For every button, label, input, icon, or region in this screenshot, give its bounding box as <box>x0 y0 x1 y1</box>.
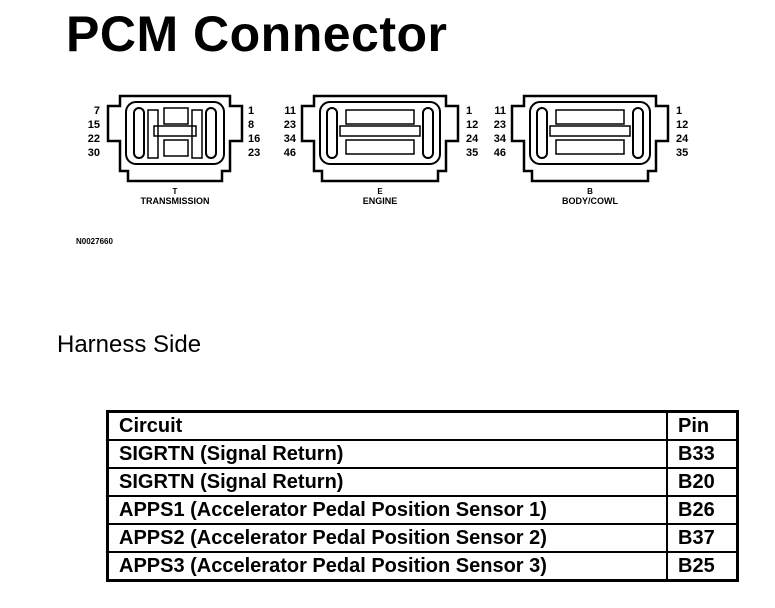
connector-name: TRANSMISSION <box>140 196 209 206</box>
pin-cell: B20 <box>666 467 739 497</box>
pin-label: 11 <box>284 105 296 117</box>
circuit-cell: APPS2 (Accelerator Pedal Position Sensor… <box>106 523 668 553</box>
page-title: PCM Connector <box>66 6 448 62</box>
connector-name: BODY/COWL <box>562 196 618 206</box>
figure-code: N0027660 <box>76 237 113 246</box>
circuit-pin-table: Circuit Pin SIGRTN (Signal Return) B33 S… <box>106 410 739 582</box>
connector-body-cowl: 11 23 34 46 1 12 24 35 B BODY/COWL <box>494 94 689 206</box>
pin-label: 23 <box>248 147 260 159</box>
pin-cell: B37 <box>666 523 739 553</box>
pin-label: 35 <box>676 147 688 159</box>
connector-letter: E <box>377 187 383 196</box>
pin-cell: B33 <box>666 439 739 469</box>
pin-label: 15 <box>88 119 100 131</box>
pin-label: 7 <box>94 105 100 117</box>
column-header-circuit: Circuit <box>106 410 668 441</box>
pin-label: 12 <box>676 119 688 131</box>
section-subtitle: Harness Side <box>57 331 202 358</box>
pin-label: 11 <box>494 105 506 117</box>
table-row: SIGRTN (Signal Return) B33 <box>106 439 739 469</box>
table-row: SIGRTN (Signal Return) B20 <box>106 467 739 497</box>
pin-label: 46 <box>284 147 296 159</box>
pin-label: 30 <box>88 147 100 159</box>
circuit-cell: SIGRTN (Signal Return) <box>106 439 668 469</box>
pin-label: 23 <box>284 119 296 131</box>
connector-transmission: 7 15 22 30 1 8 16 23 T TRANSMISSION <box>88 94 260 206</box>
pin-label: 46 <box>494 147 506 159</box>
table-row: APPS1 (Accelerator Pedal Position Sensor… <box>106 495 739 525</box>
connector-engine: 11 23 34 46 1 12 24 35 E ENGINE <box>284 94 479 206</box>
connector-name: ENGINE <box>363 196 398 206</box>
circuit-cell: APPS1 (Accelerator Pedal Position Sensor… <box>106 495 668 525</box>
pin-label: 24 <box>466 133 479 145</box>
pin-label: 34 <box>494 133 507 145</box>
pin-label: 23 <box>494 119 506 131</box>
circuit-cell: SIGRTN (Signal Return) <box>106 467 668 497</box>
column-header-pin: Pin <box>666 410 739 441</box>
connector-letter: B <box>587 187 593 196</box>
pin-label: 12 <box>466 119 478 131</box>
pin-label: 16 <box>248 133 260 145</box>
table-header-row: Circuit Pin <box>106 410 739 441</box>
pin-label: 35 <box>466 147 478 159</box>
pin-label: 8 <box>248 119 254 131</box>
table-row: APPS3 (Accelerator Pedal Position Sensor… <box>106 551 739 582</box>
circuit-cell: APPS3 (Accelerator Pedal Position Sensor… <box>106 551 668 582</box>
pin-cell: B26 <box>666 495 739 525</box>
connector-diagram-svg: 7 15 22 30 1 8 16 23 T TRANSMISSION 11 2… <box>76 94 689 246</box>
pin-label: 1 <box>248 105 254 117</box>
pin-label: 1 <box>676 105 682 117</box>
connector-letter: T <box>173 187 178 196</box>
pin-label: 1 <box>466 105 472 117</box>
connector-diagram: 7 15 22 30 1 8 16 23 T TRANSMISSION 11 2… <box>70 86 710 256</box>
pin-cell: B25 <box>666 551 739 582</box>
pin-label: 34 <box>284 133 297 145</box>
pin-label: 22 <box>88 133 100 145</box>
pin-label: 24 <box>676 133 689 145</box>
table-row: APPS2 (Accelerator Pedal Position Sensor… <box>106 523 739 553</box>
